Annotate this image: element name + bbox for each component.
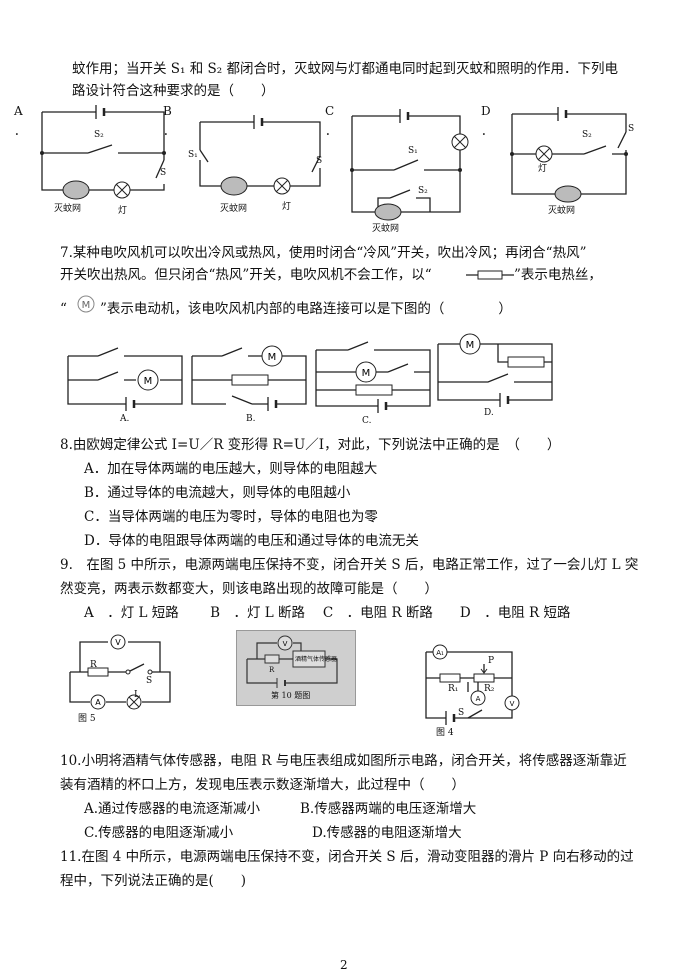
q6a-net: 灭蚊网 (54, 204, 82, 214)
q7d-motor-label: M (466, 340, 475, 351)
q7c-motor-label: M (362, 368, 371, 379)
q6d-s: S (628, 124, 635, 134)
q6a-lamp: 灯 (118, 206, 128, 216)
fig10-voltmeter-label: V (283, 640, 288, 648)
q10-option-a: A.通过传感器的电流逐渐减小 (84, 801, 261, 817)
q9-options: A ．灯 L 短路 B ．灯 L 断路 C ．电阻 R 断路 D ．电阻 R 短… (84, 605, 571, 621)
fig4-r1: R₁ (448, 684, 459, 694)
q8-option-d: D．导体的电阻跟导体两端的电压和通过导体的电流无关 (84, 533, 419, 549)
q7-line3-open: “ (60, 301, 67, 317)
figure-10-circuit: V (246, 635, 338, 688)
page-number: 2 (340, 958, 348, 972)
q6-circuit-a (40, 105, 166, 200)
q10-option-b: B.传感器两端的电压逐渐增大 (300, 801, 477, 817)
q7-line2b: ”表示电热丝， (514, 267, 602, 283)
q6-option-a-dot: ． (14, 124, 27, 138)
q7-circuit-d: M (437, 333, 553, 407)
fig10-sensor: 酒精气体传感器 (295, 656, 338, 663)
q6b-lamp: 灯 (282, 202, 292, 212)
q8-option-b: B．通过导体的电流越大，则导体的电阻越小 (84, 485, 351, 501)
q10-option-c: C.传感器的电阻逐渐减小 (84, 825, 234, 841)
q6b-s: S (316, 156, 323, 166)
q7b-motor-label: M (268, 352, 277, 363)
q6c-net: 灭蚊网 (372, 224, 400, 234)
q6d-lamp: 灯 (538, 164, 548, 174)
fig5-caption: 图 5 (78, 714, 96, 724)
q6b-net: 灭蚊网 (220, 204, 248, 214)
q7-circuit-a: M (67, 347, 183, 411)
fig4-p: P (488, 656, 495, 666)
q7-line3: ”表示电动机，该电吹风机内部的电路连接可以是下图的（ ） (100, 301, 512, 317)
q6-line1: 蚊作用；当开关 S₁ 和 S₂ 都闭合时，灭蚊网与灯都通电同时起到灭蚊和照明的作… (72, 61, 618, 77)
fig4-r2: R₂ (484, 684, 495, 694)
q6-option-b-dot: ． (163, 124, 176, 138)
q6d-net: 灭蚊网 (548, 206, 576, 216)
q6c-s2: S₂ (418, 186, 428, 196)
q10-option-d: D.传感器的电阻逐渐增大 (312, 825, 462, 841)
fig4-caption: 图 4 (436, 728, 454, 738)
fig5-ammeter-label: A (95, 698, 101, 707)
q7-line2: 开关吹出热风。但只闭合“热风”开关，电吹风机不会工作，以“ (60, 267, 432, 283)
q6d-s2: S₂ (582, 130, 592, 140)
fig5-r: R (90, 660, 97, 670)
q6-circuit-d (510, 107, 628, 203)
q10-line1: 10.小明将酒精气体传感器，电阻 R 与电压表组成如图所示电路，闭合开关，将传感… (60, 753, 627, 769)
q9-line2: 然变亮，两表示数都变大，则该电路出现的故障可能是（ ） (60, 581, 438, 597)
figure-5-circuit: V A (69, 634, 171, 710)
q8-stem: 8.由欧姆定律公式 I=U／R 变形得 R=U／I，对此，下列说法中正确的是 （… (60, 437, 561, 453)
q6a-s2: S₂ (94, 130, 104, 140)
q7-label-c: C. (362, 416, 372, 426)
q7a-motor-label: M (144, 376, 153, 387)
fig10-caption: 第 10 题图 (271, 691, 311, 700)
q9-line1: 9. 在图 5 中所示，电源两端电压保持不变，闭合开关 S 后，电路正常工作，过… (60, 557, 639, 573)
q6-option-a: A (14, 104, 23, 118)
fig5-l: L (134, 690, 140, 700)
q8-option-c: C．当导体两端的电压为零时，导体的电阻也为零 (84, 509, 378, 525)
q6-option-b: B (163, 104, 172, 118)
q7-circuit-b: M (191, 345, 307, 411)
q6-circuit-c (350, 109, 469, 221)
q7-label-d: D. (484, 408, 494, 418)
q7-circuit-c: M (315, 341, 431, 413)
q6b-s1: S₁ (188, 150, 198, 160)
q6c-s1: S₁ (408, 146, 418, 156)
q10-line2: 装有酒精的杯口上方，发现电压表示数逐渐增大，此过程中（ ） (60, 777, 465, 793)
q7-line1: 7.某种电吹风机可以吹出冷风或热风，使用时闭合“冷风”开关，吹出冷风；再闭合“热… (60, 245, 587, 261)
q11-line1: 11.在图 4 中所示，电源两端电压保持不变，闭合开关 S 后，滑动变阻器的滑片… (60, 849, 634, 865)
q7-label-b: B. (246, 414, 256, 424)
q6-line2: 路设计符合这种要求的是（ ） (72, 83, 275, 99)
fig5-s: S (146, 676, 153, 686)
fig4-voltmeter-label: V (510, 700, 515, 708)
q6-option-c-dot: ． (325, 124, 338, 138)
q6-circuit-b (199, 115, 321, 196)
fig5-voltmeter-label: V (115, 638, 121, 647)
q6a-s: S (160, 168, 167, 178)
q6-option-c: C (325, 104, 335, 118)
fig4-s: S (458, 708, 465, 718)
q6-option-d-dot: ． (481, 124, 494, 138)
q7-label-a: A. (120, 414, 130, 424)
q11-line2: 程中，下列说法正确的是( ) (60, 873, 247, 889)
heating-wire-icon (466, 270, 514, 280)
fig10-r: R (269, 666, 275, 674)
q6-option-d: D (481, 104, 491, 118)
fig4-ammeter-label: A (476, 695, 481, 703)
figure-10-photo: V R 酒精气体传感器 第 10 题图 (236, 630, 356, 706)
motor-icon: M (77, 295, 95, 313)
motor-icon-m: M (82, 300, 91, 311)
fig4-ammeter1-label: A₁ (436, 649, 444, 657)
q8-option-a: A．加在导体两端的电压越大，则导体的电阻越大 (84, 461, 378, 477)
figure-4-circuit: A₁ A V (425, 644, 520, 725)
